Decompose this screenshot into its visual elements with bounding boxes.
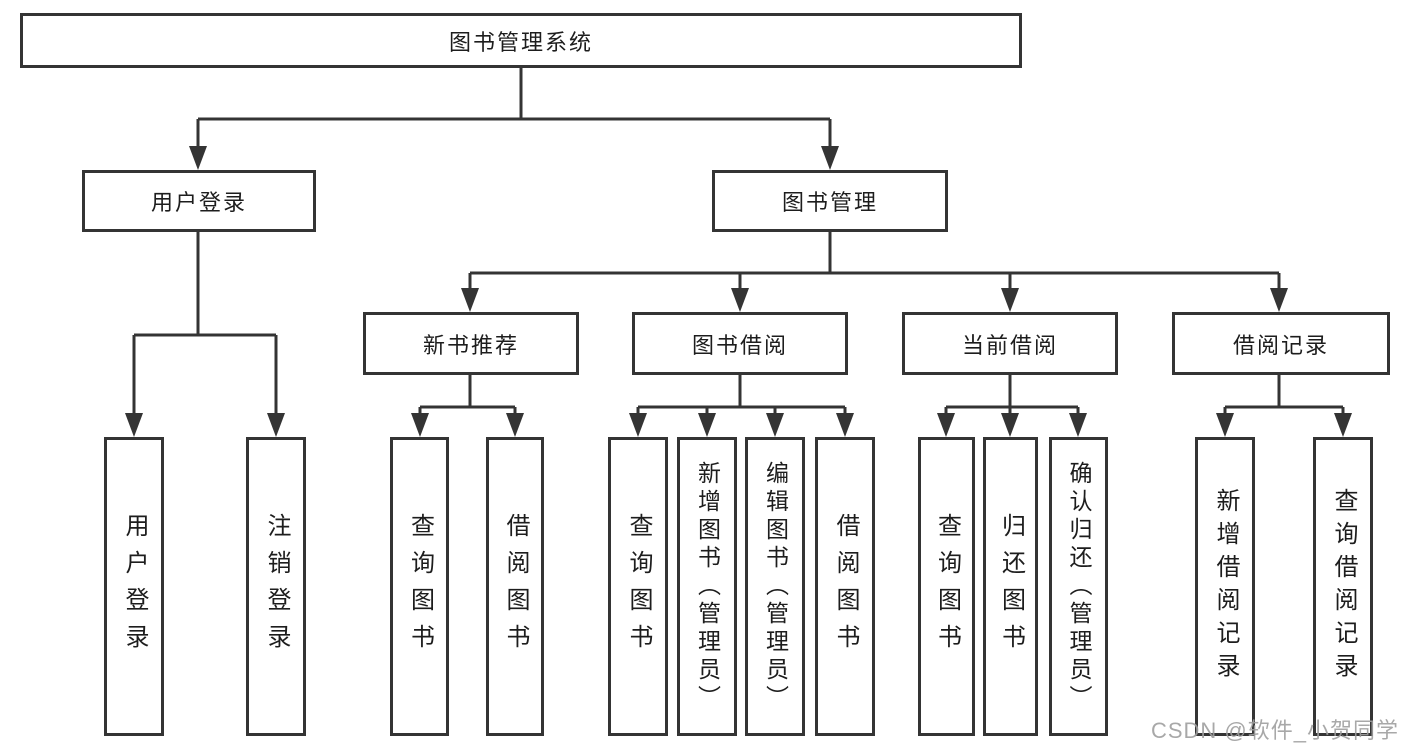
- leaf-user-login: 用户登录: [104, 437, 164, 736]
- watermark: CSDN @软件_小贺同学: [1150, 718, 1399, 743]
- leaf-borrow-books-borrowing: 借阅图书: [815, 437, 875, 736]
- leaf-edit-book-admin: 编辑图书（管理员）: [745, 437, 805, 736]
- node-current-borrowing: 当前借阅: [902, 312, 1118, 375]
- leaf-query-borrow-record: 查询借阅记录: [1313, 437, 1373, 736]
- node-library-system: 图书管理系统: [20, 13, 1022, 68]
- leaf-logout: 注销登录: [246, 437, 306, 736]
- leaf-query-books-borrowing: 查询图书: [608, 437, 668, 736]
- leaf-return-books: 归还图书: [983, 437, 1038, 736]
- node-new-book-recommend: 新书推荐: [363, 312, 579, 375]
- node-book-borrowing: 图书借阅: [632, 312, 848, 375]
- leaf-query-books-current: 查询图书: [918, 437, 975, 736]
- leaf-borrow-books-recommend: 借阅图书: [486, 437, 544, 736]
- leaf-query-books-recommend: 查询图书: [390, 437, 449, 736]
- node-borrowing-records: 借阅记录: [1172, 312, 1390, 375]
- node-book-management: 图书管理: [712, 170, 948, 232]
- leaf-confirm-return-admin: 确认归还（管理员）: [1049, 437, 1108, 736]
- node-user-login: 用户登录: [82, 170, 316, 232]
- leaf-add-book-admin: 新增图书（管理员）: [677, 437, 737, 736]
- leaf-add-borrow-record: 新增借阅记录: [1195, 437, 1255, 736]
